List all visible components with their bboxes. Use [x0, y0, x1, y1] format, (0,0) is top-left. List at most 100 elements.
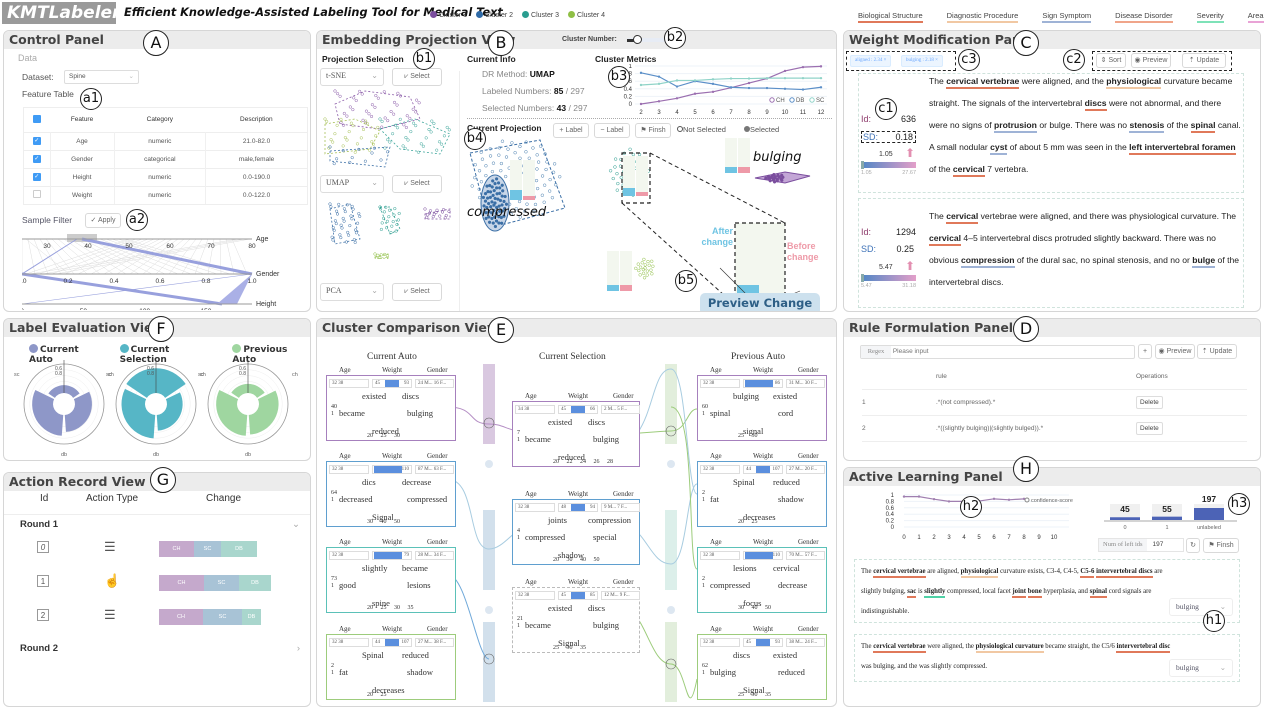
- sort-button[interactable]: ⇕ Sort: [1096, 53, 1126, 68]
- entity-highlight[interactable]: cervical vertebrae: [946, 76, 1020, 89]
- keyword[interactable]: joints: [548, 515, 567, 525]
- finish-button[interactable]: ⚑ Finsh: [635, 123, 671, 138]
- keyword[interactable]: compression: [588, 515, 631, 525]
- keyword[interactable]: dics: [362, 477, 376, 487]
- keyword[interactable]: lesions: [407, 580, 431, 590]
- flow-node[interactable]: [665, 510, 677, 590]
- flow-node[interactable]: [665, 364, 677, 444]
- num-left-input[interactable]: 197: [1152, 541, 1164, 548]
- entity-highlight[interactable]: spinal: [1190, 120, 1216, 133]
- keyword[interactable]: shadow: [558, 550, 584, 560]
- keyword[interactable]: decreases: [372, 685, 405, 695]
- keyword[interactable]: decrease: [778, 580, 808, 590]
- keyword[interactable]: became: [339, 408, 365, 418]
- projection-select-button[interactable]: ⩗ Select: [392, 175, 442, 193]
- parallel-coordinates[interactable]: Age304050607080Gender0.00.20.40.60.81.0H…: [22, 234, 292, 310]
- update-button[interactable]: ⇡ Update: [1182, 53, 1226, 68]
- delete-rule-button[interactable]: Delete: [1136, 396, 1163, 409]
- entity-highlight[interactable]: protrusion: [993, 120, 1037, 133]
- add-label-button[interactable]: + Label: [553, 123, 589, 138]
- weight-up-icon[interactable]: ⬆: [905, 259, 916, 273]
- keyword[interactable]: Spinal: [733, 477, 755, 487]
- keyword[interactable]: spinal: [710, 408, 731, 418]
- add-rule-button[interactable]: +: [1138, 344, 1152, 359]
- keyword[interactable]: decreases: [743, 512, 776, 522]
- entity-highlight[interactable]: cervical: [929, 233, 962, 246]
- keyword[interactable]: existed: [773, 391, 798, 401]
- entity-highlight[interactable]: physiological: [1106, 76, 1162, 89]
- slider-handle[interactable]: [633, 35, 642, 44]
- entity-highlight[interactable]: cyst: [990, 142, 1008, 155]
- flow-node-handle[interactable]: [667, 460, 675, 468]
- close-icon[interactable]: ×: [883, 58, 887, 63]
- keyword[interactable]: cord: [778, 408, 794, 418]
- action-id[interactable]: 1: [37, 575, 49, 587]
- entity-highlight[interactable]: compression: [961, 255, 1015, 268]
- action-id[interactable]: 2: [37, 609, 49, 621]
- entity-highlight[interactable]: stenosis: [1129, 120, 1165, 133]
- keyword[interactable]: focus: [743, 598, 762, 608]
- keyword[interactable]: shadow: [778, 494, 804, 504]
- regex-input[interactable]: [892, 348, 1123, 355]
- keyword[interactable]: existed: [362, 391, 387, 401]
- entity-highlight[interactable]: intervertebral disc: [1116, 643, 1171, 653]
- entity-highlight[interactable]: C5-6: [1080, 568, 1095, 578]
- weight-slider[interactable]: [861, 274, 916, 282]
- label-select[interactable]: bulging⌄: [1169, 659, 1233, 677]
- round-header[interactable]: Round 1⌄: [20, 519, 300, 530]
- keyword[interactable]: spine: [372, 598, 390, 608]
- keyword[interactable]: decrease: [402, 477, 432, 487]
- entity-highlight[interactable]: bone: [1027, 588, 1042, 598]
- keyword[interactable]: bulging: [407, 408, 433, 418]
- keyword[interactable]: reduced: [372, 426, 399, 436]
- current-projection-plot[interactable]: [465, 138, 837, 312]
- keyword[interactable]: reduced: [773, 477, 800, 487]
- entity-highlight[interactable]: bulge: [1192, 255, 1216, 268]
- keyword[interactable]: existed: [548, 417, 573, 427]
- feature-checkbox[interactable]: ✓: [32, 155, 41, 163]
- flow-node-handle[interactable]: [667, 606, 675, 614]
- keyword[interactable]: discs: [733, 650, 750, 660]
- entity-highlight[interactable]: sac: [907, 588, 917, 598]
- keyword[interactable]: discs: [402, 391, 419, 401]
- keyword[interactable]: Spinal: [362, 650, 384, 660]
- flow-node[interactable]: [483, 510, 495, 590]
- entity-highlight[interactable]: cervical vertebrae: [873, 568, 926, 578]
- keyword[interactable]: slightly: [362, 563, 388, 573]
- keyword[interactable]: bulging: [593, 620, 619, 630]
- keyword[interactable]: existed: [548, 603, 573, 613]
- al-finish-button[interactable]: ⚑ Finsh: [1203, 538, 1239, 553]
- refresh-button[interactable]: ↻: [1186, 538, 1200, 553]
- entity-highlight[interactable]: intervertebral discs: [1096, 568, 1153, 578]
- keyword[interactable]: good: [339, 580, 356, 590]
- keyword[interactable]: Signal: [743, 685, 765, 695]
- keyword[interactable]: reduced: [778, 667, 805, 677]
- close-icon[interactable]: ×: [935, 58, 938, 63]
- feature-checkbox[interactable]: [24, 186, 50, 204]
- keyword[interactable]: shadow: [407, 667, 433, 677]
- flow-node[interactable]: [483, 364, 495, 444]
- keyword[interactable]: became: [402, 563, 428, 573]
- keyword[interactable]: compressed: [710, 580, 751, 590]
- keyword[interactable]: signal: [743, 426, 764, 436]
- entity-highlight[interactable]: slightly: [924, 588, 946, 598]
- preview-change-button[interactable]: Preview Change: [700, 293, 820, 311]
- keyword[interactable]: fat: [710, 494, 719, 504]
- keyword[interactable]: cervical: [773, 563, 800, 573]
- keyword[interactable]: existed: [773, 650, 798, 660]
- keyword[interactable]: special: [593, 532, 617, 542]
- apply-button[interactable]: ✓ Apply: [85, 213, 121, 228]
- keyword[interactable]: Signal: [558, 638, 580, 648]
- flow-node-handle[interactable]: [485, 460, 493, 468]
- projection-thumbnails[interactable]: [320, 89, 455, 259]
- label-select[interactable]: bulging⌄: [1169, 598, 1233, 616]
- projection-method-select[interactable]: t-SNE⌄: [320, 68, 384, 86]
- entity-highlight[interactable]: spinal: [1089, 588, 1108, 598]
